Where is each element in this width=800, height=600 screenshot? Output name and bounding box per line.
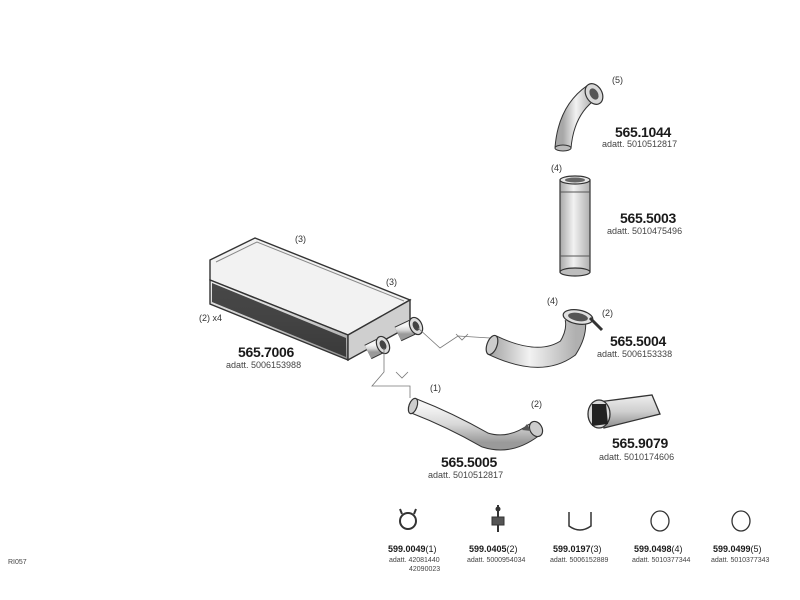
part-number-565-7006: 565.7006 (238, 344, 294, 360)
qty-label-565-5005-left: (1) (430, 383, 441, 393)
part-number-565-1044: 565.1044 (615, 124, 671, 140)
diagram-code: RI057 (8, 559, 27, 566)
part-number-565-5004: 565.5004 (610, 333, 666, 349)
front-pipe-565-5005 (407, 397, 544, 451)
part-number-565-5005: 565.5005 (441, 454, 497, 470)
tail-pipe-565-9079 (587, 394, 661, 429)
small-part-oem: adatt. 5010377344 (632, 557, 691, 564)
qty-label-565-7006-left: (2) x4 (199, 313, 223, 323)
part-number-565-9079: 565.9079 (612, 435, 668, 451)
qty-label-565-1044: (5) (612, 75, 623, 85)
qty-label-565-7006-top: (3) (295, 234, 306, 244)
qty-label-565-5005-right: (2) (531, 399, 542, 409)
qty-label-565-7006-side: (3) (386, 277, 397, 287)
clamp-icon-599-0049 (399, 508, 417, 530)
connector-lines (371, 327, 491, 398)
oem-ref-565-7006: adatt. 5006153988 (226, 360, 302, 370)
ring-icon-599-0498 (650, 510, 670, 532)
oem-ref-565-5005: adatt. 5010512817 (428, 470, 504, 480)
qty-label-565-5003: (4) (551, 163, 562, 173)
oem-ref-565-5004: adatt. 5006153338 (597, 349, 673, 359)
small-part-number: 599.0197(3) (553, 544, 602, 554)
small-part-number: 599.0405(2) (469, 544, 518, 554)
oem-ref-565-1044: adatt. 5010512817 (602, 139, 678, 149)
small-part-number: 599.0499(5) (713, 544, 762, 554)
curved-pipe-565-5004 (485, 309, 604, 368)
qty-label-565-5004-left: (4) (547, 296, 558, 306)
oem-ref-565-5003: adatt. 5010475496 (607, 226, 683, 236)
hanger-icon-599-0405 (491, 505, 505, 532)
small-part-oem: adatt. 5006152889 (550, 557, 609, 564)
u-clamp-icon-599-0197 (568, 512, 592, 531)
small-part-oem: adatt. 42081440 (389, 557, 440, 564)
small-part-number: 599.0498(4) (634, 544, 683, 554)
silencer-565-7006 (209, 237, 424, 362)
small-part-number: 599.0049(1) (388, 544, 437, 554)
small-part-oem: adatt. 5010377343 (711, 557, 770, 564)
elbow-pipe-565-1044 (554, 83, 604, 152)
qty-label-565-5004-right: (2) (602, 308, 613, 318)
oem-ref-565-9079: adatt. 5010174606 (599, 452, 675, 462)
small-part-oem-2: 42090023 (409, 566, 441, 573)
small-part-oem: adatt. 5000954034 (467, 557, 526, 564)
part-number-565-5003: 565.5003 (620, 210, 676, 226)
straight-pipe-565-5003 (559, 175, 591, 277)
ring-icon-599-0499 (731, 510, 751, 532)
